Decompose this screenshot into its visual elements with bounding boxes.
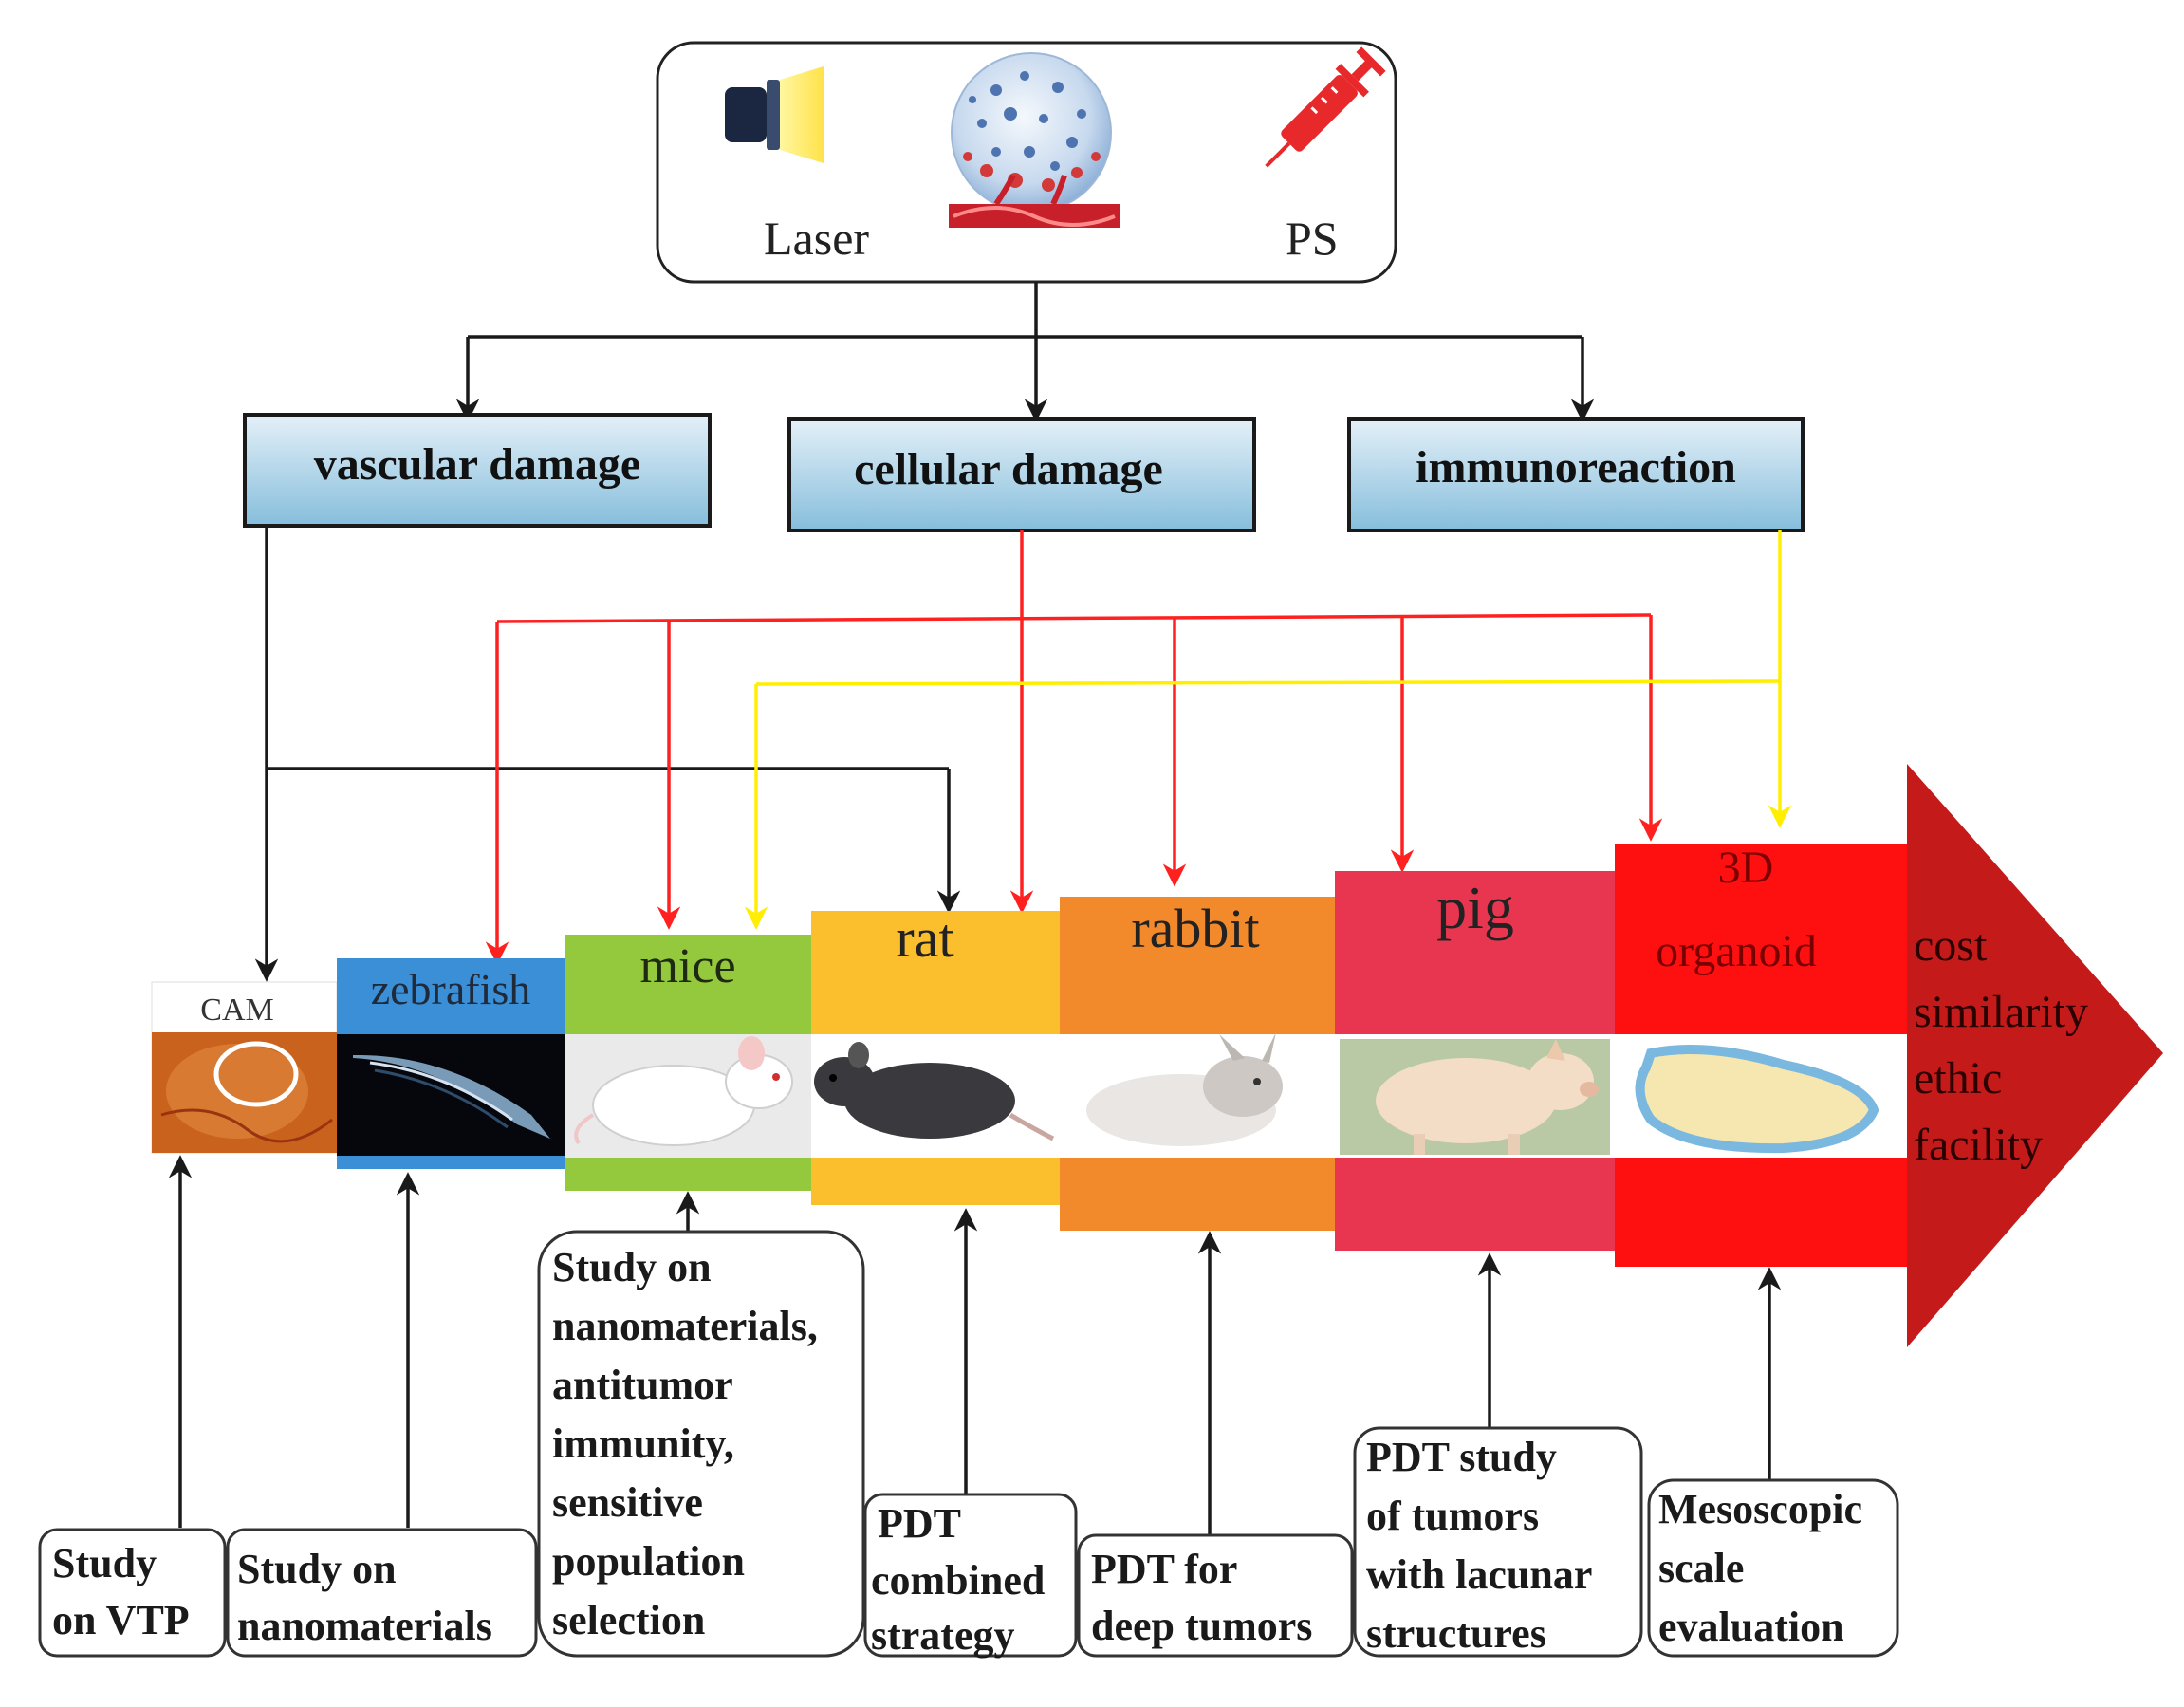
study-connectors [168,1155,1782,1535]
model-rat: rat [811,907,1060,1205]
study-cam-line: on VTP [52,1597,190,1643]
model-zebrafish: zebrafish [337,958,565,1169]
study-zebrafish-line: nanomaterials [237,1603,492,1649]
model-mice: mice [565,935,811,1191]
pig-image [1335,1034,1615,1158]
model-organoid: 3D organoid [1615,843,1907,1267]
rabbit-image [1060,1032,1335,1158]
study-mice-line: Study on [552,1244,712,1290]
factor-cost: cost [1914,920,1988,971]
cam-egg-image [152,1032,337,1153]
study-mice-line: nanomaterials, [552,1303,818,1349]
study-box-organoid: Mesoscopic scale evaluation [1647,1478,1899,1658]
organoid-image [1615,1034,1907,1158]
cellular-damage-box [787,417,1256,532]
model-pig: pig [1335,871,1615,1251]
laser-label: Laser [764,212,869,265]
ps-label: PS [1286,212,1339,265]
pig-label: pig [1436,874,1514,941]
study-zebrafish-line: Study on [237,1546,397,1592]
zebrafish-image [337,1034,565,1156]
study-organoid-line: Mesoscopic [1658,1486,1862,1532]
study-box-mice: Study on nanomaterials, antitumor immuni… [537,1230,865,1658]
study-rat-line: combined [871,1557,1045,1604]
vascular-damage-box [243,413,712,528]
factor-ethic: ethic [1914,1053,2002,1104]
top-connectors [455,282,1595,422]
mechanism-boxes: vascular damage cellular damage immunore… [243,413,1805,532]
model-progression-band: CAM zebrafish mice [151,764,2163,1347]
flashlight-icon [725,66,824,163]
study-boxes: Study on VTP Study on nanomaterials Stud… [38,1230,1899,1659]
organoid-label-line1: 3D [1718,843,1774,893]
rat-label: rat [896,907,953,969]
cellular-connectors [485,530,1663,965]
study-mice-line: sensitive [552,1479,703,1526]
study-pig-line: structures [1366,1610,1546,1657]
organoid-label-line2: organoid [1656,926,1817,976]
study-mice-line: population [552,1538,745,1585]
vascular-connectors [254,526,961,982]
study-mice-line: selection [552,1597,705,1643]
study-mice-line: antitumor [552,1362,733,1408]
study-box-rabbit: PDT for deep tumors [1077,1533,1354,1658]
nanoparticle-vessel-icon [949,52,1120,228]
study-pig-line: of tumors [1366,1493,1539,1539]
study-box-zebrafish: Study on nanomaterials [226,1528,538,1658]
mice-image [565,1034,811,1158]
arrow-head: cost similarity ethic facility [1907,764,2163,1347]
study-pig-line: PDT study [1366,1434,1557,1480]
study-pig-line: with lacunar [1366,1551,1592,1598]
top-box: Laser [656,41,1397,284]
cam-label: CAM [200,993,273,1028]
factor-similarity: similarity [1914,987,2088,1037]
study-rabbit-line: PDT for [1091,1546,1237,1592]
zebrafish-label: zebrafish [371,965,531,1013]
study-rat-line: strategy [871,1612,1015,1659]
immunoreaction-label: immunoreaction [1416,442,1736,492]
study-box-rat: PDT combined strategy [863,1493,1078,1659]
syringe-icon [1265,46,1386,168]
rat-image [811,1034,1060,1158]
model-cam: CAM [151,981,338,1154]
study-box-pig: PDT study of tumors with lacunar structu… [1353,1426,1643,1658]
study-rabbit-line: deep tumors [1091,1603,1312,1649]
study-organoid-line: evaluation [1658,1604,1844,1650]
study-mice-line: immunity, [552,1420,734,1467]
immunoreaction-box [1347,417,1805,532]
rabbit-label: rabbit [1131,898,1259,959]
study-cam-line: Study [52,1540,157,1586]
factor-facility: facility [1914,1120,2043,1170]
model-rabbit: rabbit [1060,897,1335,1231]
study-rat-line: PDT [878,1500,961,1547]
study-box-cam: Study on VTP [38,1528,227,1658]
immuno-connectors [744,530,1792,930]
cellular-damage-label: cellular damage [854,444,1163,494]
mice-label: mice [639,939,735,993]
study-organoid-line: scale [1658,1545,1744,1591]
vascular-damage-label: vascular damage [314,439,640,490]
